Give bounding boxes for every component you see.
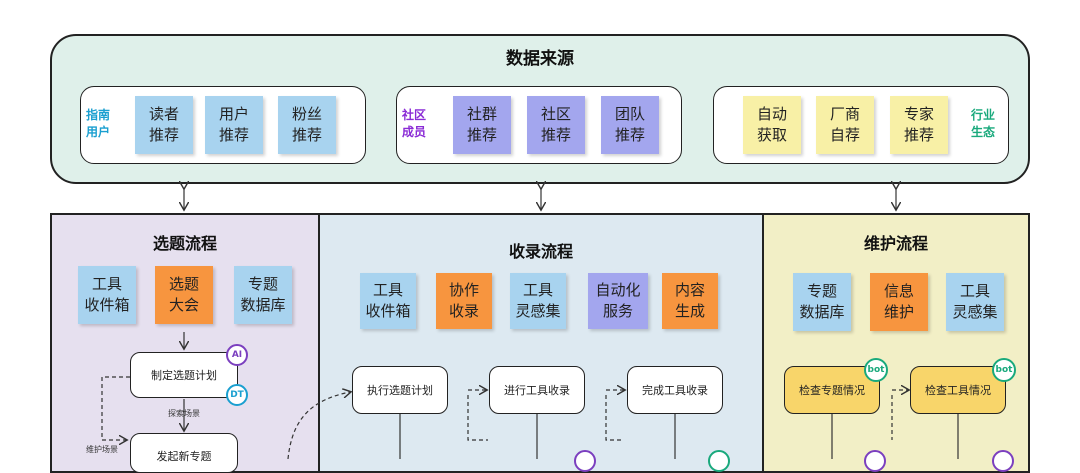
ai-badge-partial — [992, 450, 1014, 472]
collection-lane — [318, 213, 764, 473]
group-label-guide-users: 指南 用户 — [85, 108, 110, 139]
selection-lane-title: 选题流程 — [152, 234, 217, 253]
label-explore-scene: 探索场景 — [168, 409, 200, 418]
step-plan-topics: 制定选题计划 — [130, 352, 238, 398]
step-collect-tools: 进行工具收录 — [489, 366, 585, 414]
note-community-recommend: 社区 推荐 — [527, 96, 585, 154]
note-tool-inspiration: 工具 灵感集 — [510, 273, 566, 329]
step-check-topics: 检查专题情况 — [784, 366, 880, 414]
note-info-maintain: 信息 维护 — [870, 273, 928, 331]
ai-badge: AI — [226, 344, 248, 366]
note-tool-inspiration-maint: 工具 灵感集 — [946, 273, 1004, 331]
note-topic-db-maint: 专题 数据库 — [793, 273, 851, 331]
note-fan-recommend: 粉丝 推荐 — [278, 96, 336, 154]
group-label-industry: 行业 生态 — [970, 108, 995, 139]
note-group-recommend: 社群 推荐 — [453, 96, 511, 154]
collection-lane-title: 收录流程 — [508, 242, 573, 261]
step-start-topic: 发起新专题 — [130, 433, 238, 473]
note-user-recommend: 用户 推荐 — [205, 96, 263, 154]
step-execute-plan: 执行选题计划 — [352, 366, 448, 414]
note-vendor-self: 厂商 自荐 — [816, 96, 874, 154]
note-content-generate: 内容 生成 — [662, 273, 718, 329]
note-expert-recommend: 专家 推荐 — [890, 96, 948, 154]
note-topic-database: 专题 数据库 — [234, 266, 292, 324]
note-tool-inbox-collect: 工具 收件箱 — [360, 273, 416, 329]
note-reader-recommend: 读者 推荐 — [135, 96, 193, 154]
note-topic-meeting: 选题 大会 — [155, 266, 213, 324]
ai-badge-partial — [574, 450, 596, 472]
maintenance-lane — [762, 213, 1030, 473]
source-to-lane-arrows — [184, 188, 896, 209]
step-finish-collect: 完成工具收录 — [627, 366, 723, 414]
note-team-recommend: 团队 推荐 — [601, 96, 659, 154]
dt-badge: DT — [226, 384, 248, 406]
group-label-community: 社区 成员 — [401, 108, 426, 139]
ai-badge-partial — [864, 450, 886, 472]
note-auto-fetch: 自动 获取 — [743, 96, 801, 154]
label-maintain-scene: 维护场景 — [86, 445, 118, 454]
note-tool-inbox: 工具 收件箱 — [78, 266, 136, 324]
step-check-tools: 检查工具情况 — [910, 366, 1006, 414]
bot-badge-partial — [708, 450, 730, 472]
bot-badge: bot — [992, 358, 1016, 382]
data-source-title: 数据来源 — [506, 49, 574, 69]
bot-badge: bot — [864, 358, 888, 382]
maintenance-lane-title: 维护流程 — [863, 234, 928, 253]
note-automation-service: 自动化 服务 — [588, 273, 648, 329]
note-collab-collect: 协作 收录 — [436, 273, 492, 329]
connector-lines — [101, 0, 959, 459]
